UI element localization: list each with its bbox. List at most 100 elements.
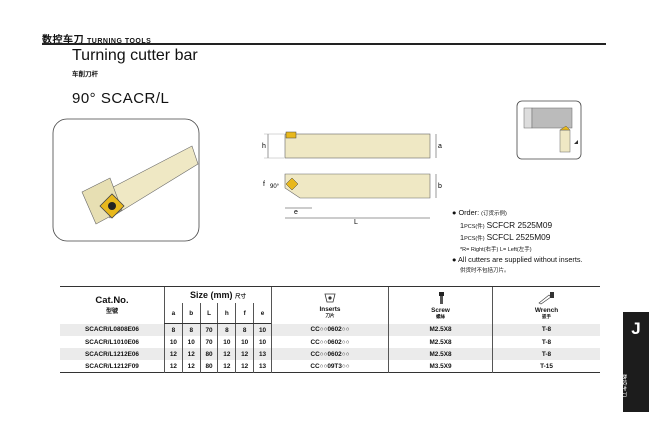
cell-h: 12 bbox=[217, 348, 236, 360]
feed-arrow-icon bbox=[574, 140, 578, 144]
table-row: SCACR/L1010E06 10 10 70 10 10 10 CC○○060… bbox=[60, 336, 600, 348]
tool-body bbox=[559, 129, 571, 153]
table-row: SCACR/L0808E06 8 8 70 8 8 10 CC○○0602○○ … bbox=[60, 323, 600, 336]
section-header-en: TURNING TOOLS bbox=[87, 38, 152, 45]
catno-header: Cat.No.型號 bbox=[60, 286, 165, 324]
dim-b-label: b bbox=[438, 183, 442, 190]
section-header-cn: 数控车刀 bbox=[42, 35, 84, 46]
cell-screw: M2.5X8 bbox=[388, 336, 493, 348]
cell-f: 8 bbox=[235, 323, 254, 336]
model-name: 90° SCACR/L bbox=[72, 90, 170, 107]
cell-a: 10 bbox=[164, 336, 183, 348]
workpiece bbox=[531, 107, 573, 129]
cell-insert: CC○○0602○○ bbox=[271, 348, 389, 360]
order-qty-2: 1 bbox=[460, 233, 465, 243]
workpiece-end bbox=[523, 107, 533, 129]
cell-e: 13 bbox=[253, 348, 272, 360]
cell-cat: SCACR/L1212E06 bbox=[60, 348, 165, 360]
order-unit-1: PCS(件) bbox=[464, 223, 485, 230]
screw-icon bbox=[108, 202, 116, 210]
order-qty-1: 1 bbox=[460, 220, 465, 230]
order-unit-2: PCS(件) bbox=[464, 236, 485, 243]
cell-screw: M3.5X9 bbox=[388, 360, 493, 373]
dim-f-label: f bbox=[263, 181, 265, 188]
col-f-header: f bbox=[235, 303, 254, 324]
cell-screw: M2.5X8 bbox=[388, 323, 493, 336]
tool-insert bbox=[559, 125, 571, 131]
order-label-cn: (订货示例) bbox=[481, 211, 507, 217]
product-illustration bbox=[52, 118, 200, 242]
dim-angle-label: 90° bbox=[270, 184, 280, 190]
cell-b: 12 bbox=[181, 360, 201, 373]
cell-b: 12 bbox=[181, 348, 201, 360]
cell-f: 12 bbox=[235, 348, 254, 360]
cell-wrench: T-8 bbox=[492, 336, 600, 348]
cell-f: 10 bbox=[235, 336, 254, 348]
cell-screw: M2.5X8 bbox=[388, 348, 493, 360]
order-note-right: *R= Right(右手) bbox=[460, 246, 499, 253]
col-a-header: a bbox=[164, 303, 183, 324]
cell-cat: SCACR/L0808E06 bbox=[60, 323, 165, 336]
cell-f: 12 bbox=[235, 360, 254, 373]
order-note-inserts: All cutters are supplied without inserts… bbox=[458, 255, 583, 265]
bottom-view-bar bbox=[284, 173, 431, 199]
cell-e: 10 bbox=[253, 323, 272, 336]
order-code-1: SCFCR 2525M09 bbox=[486, 219, 553, 230]
order-note-left: L= Left(左手) bbox=[499, 246, 532, 253]
cell-a: 8 bbox=[164, 323, 183, 336]
page-subtitle: 车削刀杆 bbox=[72, 71, 98, 78]
size-header: Size (mm) 尺寸 bbox=[164, 286, 272, 303]
cell-h: 10 bbox=[217, 336, 236, 348]
order-info: ● Order: (订货示例) 1PCS(件) SCFCR 2525M09 1P… bbox=[452, 208, 583, 274]
wrench-icon bbox=[537, 291, 554, 305]
cell-wrench: T-8 bbox=[492, 323, 600, 336]
cell-b: 10 bbox=[181, 336, 201, 348]
cell-cat: SCACR/L1010E06 bbox=[85, 338, 139, 346]
cell-insert: CC○○0602○○ bbox=[271, 336, 389, 348]
top-view-bar bbox=[284, 133, 431, 159]
cell-L: 70 bbox=[199, 336, 218, 348]
order-note-inserts-cn: 供货时不包括刀片。 bbox=[460, 267, 510, 274]
cell-cat: SCACR/L1212F09 bbox=[85, 362, 139, 370]
dim-h-label: h bbox=[262, 143, 266, 150]
direction-illustration bbox=[516, 100, 582, 160]
cell-e: 10 bbox=[253, 336, 272, 348]
cell-h: 8 bbox=[217, 323, 236, 336]
col-e-header: e bbox=[253, 303, 272, 324]
bottom-view-insert bbox=[285, 177, 299, 191]
header-divider bbox=[42, 43, 606, 45]
cell-insert: CC○○0602○○ bbox=[271, 323, 389, 336]
col-L-header: L bbox=[199, 303, 218, 324]
cell-L: 70 bbox=[199, 323, 218, 336]
page-title: Turning cutter bar bbox=[72, 47, 198, 64]
cell-h: 12 bbox=[217, 360, 236, 373]
technical-drawing: h a b 90° f e L bbox=[262, 131, 442, 226]
dim-e-label: e bbox=[294, 209, 298, 216]
insert-symbol-icon bbox=[324, 293, 336, 303]
cell-b: 8 bbox=[181, 323, 201, 336]
cell-L: 80 bbox=[199, 348, 218, 360]
cell-wrench: T-15 bbox=[492, 360, 600, 373]
screw-icon bbox=[438, 291, 444, 304]
order-code-2: SCFCL 2525M09 bbox=[486, 232, 551, 243]
dim-a-label: a bbox=[438, 143, 442, 150]
top-view-insert bbox=[285, 131, 297, 139]
section-tab-letter: J bbox=[631, 319, 641, 338]
order-label: Order: bbox=[458, 208, 480, 217]
cell-e: 13 bbox=[253, 360, 272, 373]
table-row: SCACR/L1212E06 12 12 80 12 12 13 CC○○060… bbox=[60, 348, 600, 360]
cell-a: 12 bbox=[164, 360, 183, 373]
cell-insert: CC○○09T3○○ bbox=[271, 360, 389, 373]
col-b-header: b bbox=[181, 303, 201, 324]
col-h-header: h bbox=[217, 303, 236, 324]
dim-L-label: L bbox=[354, 219, 358, 226]
cell-a: 12 bbox=[164, 348, 183, 360]
table-row: SCACR/L1212F09 12 12 80 12 12 13 CC○○09T… bbox=[60, 360, 600, 373]
